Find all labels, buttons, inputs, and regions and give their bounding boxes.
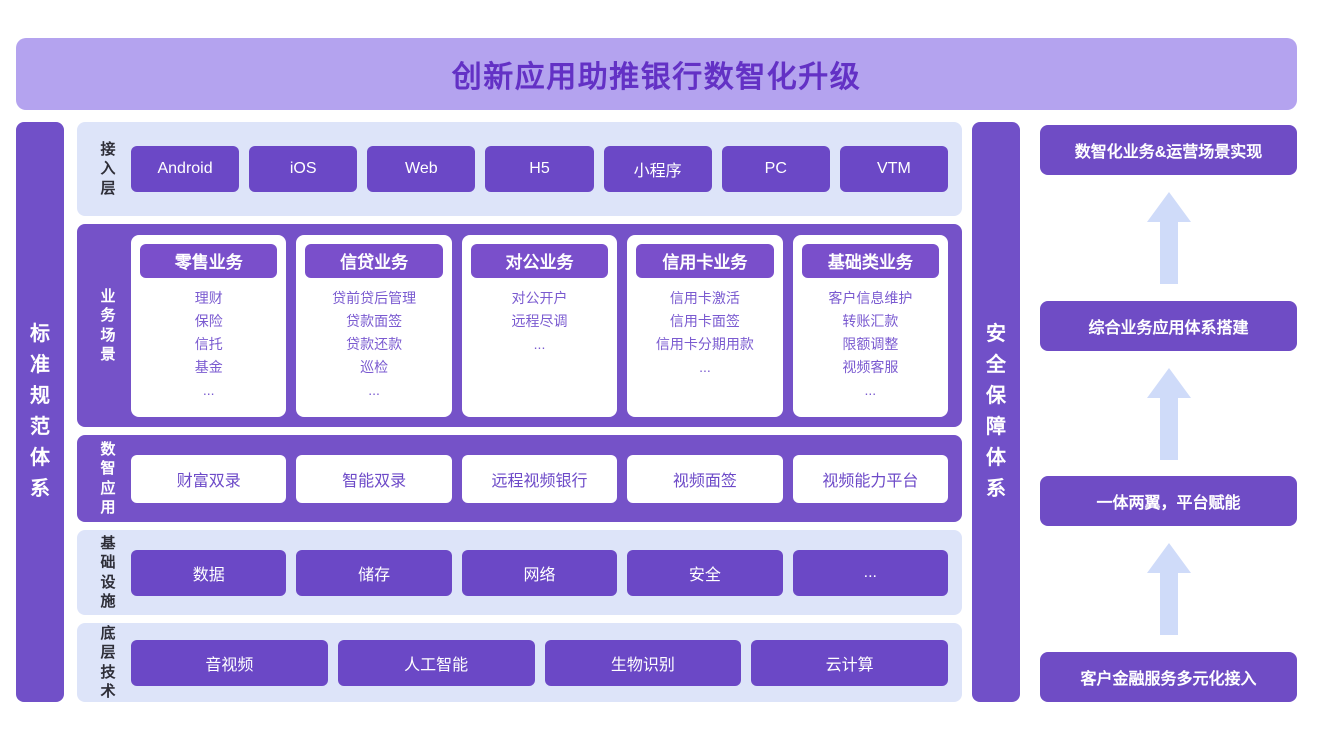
arrow-up-icon bbox=[1146, 367, 1191, 460]
card-item: 基金 bbox=[194, 358, 223, 375]
digital-apps-band: 数智应用 财富双录 智能双录 远程视频银行 视频面签 视频能力平台 bbox=[77, 435, 962, 523]
infra-item-security: 安全 bbox=[627, 549, 783, 596]
card-item-ellipsis: ... bbox=[202, 381, 215, 398]
card-retail-business: 零售业务 理财 保险 信托 基金 ... bbox=[131, 234, 287, 417]
card-title: 信用卡业务 bbox=[636, 243, 774, 278]
card-title: 零售业务 bbox=[140, 243, 278, 278]
card-credit-business: 信贷业务 贷前贷后管理 贷款面签 贷款还款 巡检 ... bbox=[296, 234, 452, 417]
infra-item-storage: 储存 bbox=[296, 549, 452, 596]
infrastructure-label: 基础设施 bbox=[100, 534, 116, 611]
card-title: 基础类业务 bbox=[801, 243, 940, 278]
business-scenarios-band: 业务场景 零售业务 理财 保险 信托 基金 ... 信贷业务 bbox=[77, 223, 962, 428]
card-item: 理财 bbox=[194, 289, 223, 306]
business-scenarios-label: 业务场景 bbox=[100, 287, 116, 364]
security-system-label: 安全保障体系 bbox=[986, 323, 1006, 500]
infra-item-ellipsis: ... bbox=[792, 549, 949, 596]
card-item-list: 对公开户 远程尽调 ... bbox=[471, 287, 608, 355]
card-item-ellipsis: ... bbox=[699, 358, 711, 375]
infra-item-data: 数据 bbox=[131, 549, 287, 596]
card-item: 贷前贷后管理 bbox=[332, 289, 417, 306]
arrow-zone bbox=[1040, 526, 1297, 652]
card-credit-card-business: 信用卡业务 信用卡激活 信用卡面签 信用卡分期用款 ... bbox=[627, 234, 783, 417]
card-item: 贷款面签 bbox=[346, 312, 403, 329]
card-item: 贷款还款 bbox=[346, 335, 403, 352]
infra-item-network: 网络 bbox=[461, 549, 618, 596]
roadmap-step-scenario-realization: 数智化业务&运营场景实现 bbox=[1040, 125, 1297, 175]
arrow-zone bbox=[1040, 351, 1297, 477]
access-item-android: Android bbox=[131, 145, 240, 192]
access-item-ios: iOS bbox=[249, 145, 358, 192]
page-title: 创新应用助推银行数智化升级 bbox=[451, 61, 862, 94]
access-item-web: Web bbox=[367, 145, 476, 192]
access-item-h5: H5 bbox=[485, 145, 594, 192]
app-wealth-dual-recording: 财富双录 bbox=[131, 454, 287, 503]
card-item-list: 客户信息维护 转账汇款 限额调整 视频客服 ... bbox=[802, 287, 939, 401]
security-system-bar: 安全保障体系 bbox=[972, 122, 1020, 702]
roadmap-step-platform-empowerment: 一体两翼，平台赋能 bbox=[1040, 476, 1297, 527]
access-item-miniprogram: 小程序 bbox=[603, 145, 712, 192]
technology-items: 音视频 人工智能 生物识别 云计算 bbox=[131, 639, 948, 686]
arrow-up-icon bbox=[1146, 191, 1191, 284]
diagram-layout: 标准规范体系 接入层 Android iOS Web H5 小程序 PC VTM… bbox=[16, 122, 1297, 703]
arrow-up-icon bbox=[1146, 543, 1191, 636]
card-item: 限额调整 bbox=[842, 335, 899, 352]
card-item: 保险 bbox=[194, 312, 223, 329]
digital-apps-label: 数智应用 bbox=[100, 440, 116, 517]
tech-item-ai: 人工智能 bbox=[337, 639, 535, 686]
card-title: 信贷业务 bbox=[305, 243, 443, 278]
infrastructure-band: 基础设施 数据 储存 网络 安全 ... bbox=[77, 530, 962, 616]
card-item: 信用卡激活 bbox=[669, 289, 740, 306]
card-item-ellipsis: ... bbox=[368, 381, 380, 398]
card-item: 信用卡分期用款 bbox=[655, 335, 754, 352]
technology-band: 底层技术 音视频 人工智能 生物识别 云计算 bbox=[77, 623, 962, 702]
standards-system-label: 标准规范体系 bbox=[30, 323, 50, 500]
access-item-vtm: VTM bbox=[839, 145, 948, 192]
card-title: 对公业务 bbox=[470, 243, 609, 278]
roadmap-step-application-system: 综合业务应用体系搭建 bbox=[1040, 300, 1297, 351]
access-item-pc: PC bbox=[721, 145, 830, 192]
tech-item-cloud-computing: 云计算 bbox=[751, 639, 948, 686]
card-item-list: 贷前贷后管理 贷款面签 贷款还款 巡检 ... bbox=[305, 287, 442, 401]
business-scenario-cards: 零售业务 理财 保险 信托 基金 ... 信贷业务 贷前贷后管理 bbox=[131, 234, 949, 417]
access-layer-items: Android iOS Web H5 小程序 PC VTM bbox=[131, 145, 948, 192]
card-basic-business: 基础类业务 客户信息维护 转账汇款 限额调整 视频客服 ... bbox=[792, 234, 949, 417]
digital-app-items: 财富双录 智能双录 远程视频银行 视频面签 视频能力平台 bbox=[131, 454, 949, 503]
roadmap-column: 数智化业务&运营场景实现 综合业务应用体系搭建 一体两翼，平台赋能 客户金融服务… bbox=[1040, 122, 1297, 703]
app-video-capability-platform: 视频能力平台 bbox=[792, 454, 949, 503]
technology-label: 底层技术 bbox=[100, 624, 116, 701]
card-item: 巡检 bbox=[360, 358, 389, 375]
card-item: 客户信息维护 bbox=[828, 289, 913, 306]
app-video-interview: 视频面签 bbox=[627, 454, 783, 503]
card-item-ellipsis: ... bbox=[533, 335, 546, 352]
card-item: 视频客服 bbox=[842, 358, 899, 375]
card-item-ellipsis: ... bbox=[864, 381, 877, 398]
tech-item-biometrics: 生物识别 bbox=[544, 639, 742, 686]
card-item-list: 信用卡激活 信用卡面签 信用卡分期用款 ... bbox=[636, 287, 773, 378]
access-layer-label: 接入层 bbox=[100, 140, 116, 197]
app-remote-video-banking: 远程视频银行 bbox=[461, 454, 618, 503]
infrastructure-items: 数据 储存 网络 安全 ... bbox=[131, 549, 949, 596]
roadmap-step-diversified-access: 客户金融服务多元化接入 bbox=[1040, 652, 1297, 703]
card-item-list: 理财 保险 信托 基金 ... bbox=[140, 287, 277, 401]
app-smart-dual-recording: 智能双录 bbox=[296, 454, 452, 503]
card-item: 信用卡面签 bbox=[669, 312, 740, 329]
standards-system-bar: 标准规范体系 bbox=[16, 122, 64, 702]
arrow-zone bbox=[1040, 175, 1297, 301]
layers-column: 接入层 Android iOS Web H5 小程序 PC VTM 业务场景 零… bbox=[77, 122, 962, 702]
card-item: 对公开户 bbox=[511, 289, 568, 306]
title-banner: 创新应用助推银行数智化升级 bbox=[16, 38, 1297, 110]
card-item: 信托 bbox=[194, 335, 223, 352]
card-item: 远程尽调 bbox=[511, 312, 568, 329]
card-item: 转账汇款 bbox=[842, 312, 899, 329]
card-corporate-business: 对公业务 对公开户 远程尽调 ... bbox=[461, 234, 618, 417]
tech-item-audio-video: 音视频 bbox=[131, 639, 328, 686]
access-layer-band: 接入层 Android iOS Web H5 小程序 PC VTM bbox=[77, 122, 962, 216]
